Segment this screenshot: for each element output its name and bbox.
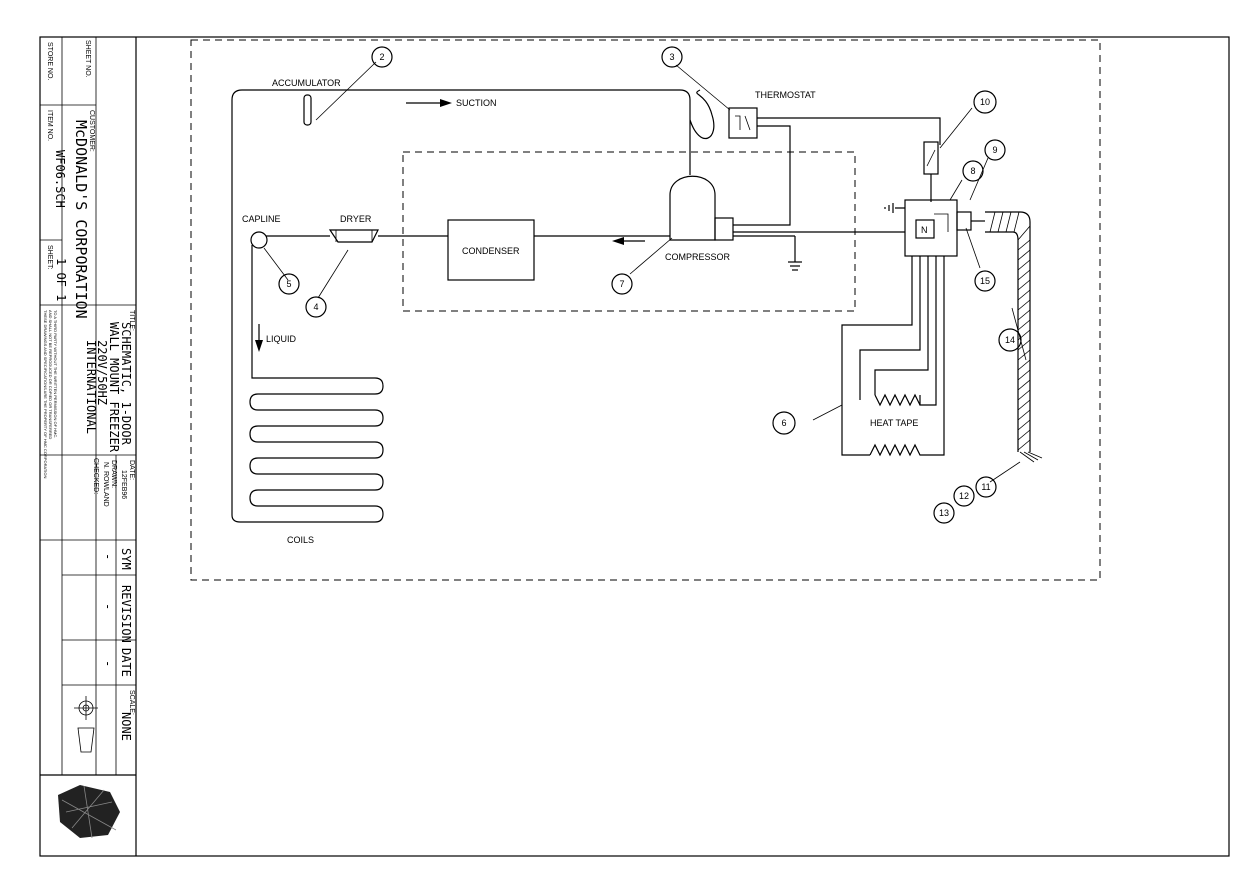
title-line-3: 220V/50HZ bbox=[95, 340, 109, 405]
svg-text:4: 4 bbox=[313, 302, 318, 312]
title-block: STORE NO. ITEM NO. WF06.SCH SHEET: 1 OF … bbox=[40, 37, 136, 839]
item-no: WF06.SCH bbox=[53, 150, 67, 208]
revision-value: - bbox=[101, 603, 115, 610]
accumulator-label: ACCUMULATOR bbox=[272, 78, 341, 88]
company-logo bbox=[58, 785, 120, 839]
callout-4: 4 bbox=[305, 296, 327, 318]
junction-box bbox=[904, 199, 958, 257]
ground-symbol bbox=[788, 236, 802, 271]
heat-tape-label: HEAT TAPE bbox=[870, 418, 918, 428]
svg-text:13: 13 bbox=[939, 508, 949, 518]
callout-10: 10 bbox=[973, 90, 997, 114]
checked-label: CHECKED: bbox=[92, 458, 99, 494]
title-line-2: WALL MOUNT FREEZER bbox=[107, 322, 121, 453]
store-no-label: STORE NO. bbox=[46, 42, 53, 80]
thermostat-label: THERMOSTAT bbox=[755, 90, 816, 100]
date-value: 12FEB96 bbox=[120, 470, 127, 499]
evaporator-coils bbox=[231, 372, 384, 523]
date-label: DATE: bbox=[128, 460, 135, 480]
sheet-value: 1 OF 1 bbox=[54, 258, 68, 301]
callout-5: 5 bbox=[278, 273, 300, 295]
callout-15: 15 bbox=[974, 270, 996, 292]
projection-symbol bbox=[74, 696, 98, 753]
suction-label: SUCTION bbox=[456, 98, 497, 108]
liquid-arrow bbox=[255, 324, 263, 352]
chassis-ground bbox=[884, 203, 905, 213]
sym-value: - bbox=[101, 553, 115, 560]
svg-text:7: 7 bbox=[619, 279, 624, 289]
accumulator bbox=[303, 94, 312, 126]
liquid-label: LIQUID bbox=[266, 334, 297, 344]
svg-text:3: 3 bbox=[669, 52, 674, 62]
title-line-1: SCHEMATIC, 1-DOOR bbox=[119, 322, 133, 446]
condenser bbox=[447, 219, 535, 281]
coils-label: COILS bbox=[287, 535, 314, 545]
svg-text:11: 11 bbox=[981, 482, 990, 492]
freezer-boundary bbox=[190, 39, 1101, 581]
customer-name: McDONALD'S CORPORATION bbox=[72, 120, 90, 319]
sheet-label: SHEET: bbox=[46, 245, 53, 270]
notice-line-3: TO A THIRD PARTY WITHOUT THE WRITTEN PER… bbox=[53, 310, 58, 438]
callout-11: 11 bbox=[975, 476, 997, 498]
capline-coil bbox=[250, 231, 268, 249]
title-line-4: INTERNATIONAL bbox=[84, 340, 98, 434]
svg-text:14: 14 bbox=[1005, 335, 1015, 345]
dryer-label: DRYER bbox=[340, 214, 372, 224]
sheet-no-label: SHEET NO. bbox=[84, 40, 91, 78]
rev-date-value: - bbox=[101, 660, 115, 667]
suction-arrow bbox=[406, 99, 452, 107]
liquid-flow-arrow bbox=[612, 237, 645, 245]
svg-text:6: 6 bbox=[781, 418, 786, 428]
svg-text:10: 10 bbox=[980, 97, 990, 107]
revision-label: REVISION bbox=[119, 585, 133, 643]
leader-lines bbox=[263, 61, 1027, 483]
sheet-border bbox=[39, 36, 1230, 857]
item-no-label: ITEM NO. bbox=[46, 110, 53, 141]
scale-label: SCALE: bbox=[128, 690, 135, 715]
thermostat bbox=[728, 107, 758, 139]
neutral-label: N bbox=[921, 225, 928, 235]
notice-line-1: THESE DRAWINGS AND SPECIFICATIONS ARE TH… bbox=[43, 310, 48, 479]
sym-label: SYM bbox=[119, 548, 133, 570]
svg-text:9: 9 bbox=[992, 145, 997, 155]
callout-2: 2 bbox=[371, 46, 393, 68]
rev-date-label: DATE bbox=[119, 648, 133, 677]
svg-text:8: 8 bbox=[970, 166, 975, 176]
power-cord bbox=[971, 211, 1043, 463]
compressor bbox=[669, 175, 716, 241]
notice-line-2: AND SHALL NOT BE REPRODUCED OR COPIED OR… bbox=[48, 310, 53, 439]
condenser-label: CONDENSER bbox=[462, 246, 520, 256]
callout-14: 14 bbox=[998, 328, 1022, 352]
capline-label: CAPLINE bbox=[242, 214, 281, 224]
svg-text:5: 5 bbox=[286, 279, 291, 289]
scale-value: NONE bbox=[119, 712, 133, 741]
drawn-value: N. ROWLAND bbox=[102, 462, 109, 507]
svg-text:12: 12 bbox=[959, 491, 969, 501]
dryer bbox=[328, 229, 379, 243]
svg-text:15: 15 bbox=[980, 276, 990, 286]
svg-text:2: 2 bbox=[379, 52, 384, 62]
callout-7: 7 bbox=[611, 273, 633, 295]
callout-9: 9 bbox=[984, 139, 1006, 161]
callout-6: 6 bbox=[772, 411, 796, 435]
callout-8: 8 bbox=[962, 160, 984, 182]
drawn-label: DRAWN: bbox=[110, 460, 117, 488]
heat-tape-lower bbox=[869, 443, 925, 457]
customer-label: CUSTOMER: bbox=[88, 110, 95, 152]
title-label: TITLE: bbox=[128, 310, 135, 331]
heat-tape-upper bbox=[874, 393, 921, 407]
callout-13: 13 bbox=[933, 502, 955, 524]
callout-3: 3 bbox=[661, 46, 683, 68]
compressor-label: COMPRESSOR bbox=[665, 252, 731, 262]
callouts: 2 3 4 5 6 7 8 9 10 11 12 13 14 15 bbox=[278, 46, 1022, 524]
callout-12: 12 bbox=[953, 485, 975, 507]
